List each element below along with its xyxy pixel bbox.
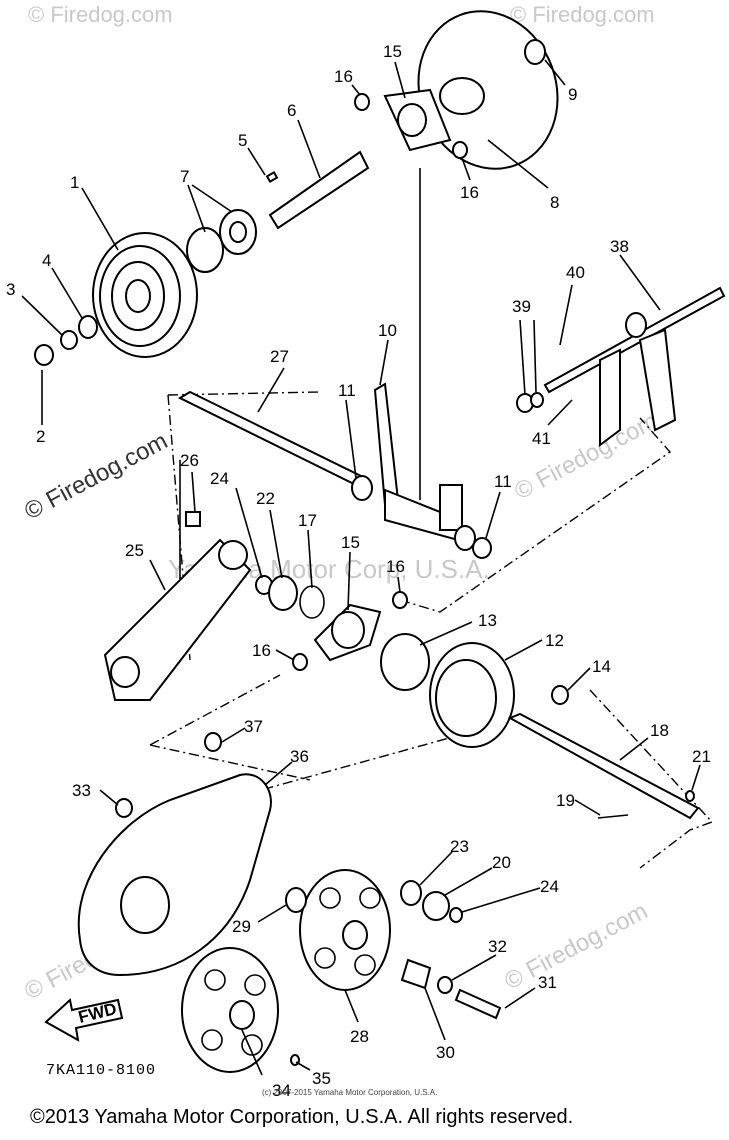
fwd-arrow: FWD [44, 998, 124, 1042]
upper-bracket [354, 88, 468, 159]
watermark-firedog-4: © Firedog.com [510, 407, 662, 505]
callout-14: 14 [592, 657, 611, 676]
callout-20: 20 [492, 853, 511, 872]
assembly-lines [149, 168, 714, 869]
callout-7: 7 [180, 167, 189, 186]
callout-25: 25 [125, 541, 144, 560]
large-sprocket [299, 869, 391, 991]
callout-38: 38 [610, 237, 629, 256]
callout-8: 8 [550, 193, 559, 212]
callout-29: 29 [232, 917, 251, 936]
callout-5: 5 [238, 131, 247, 150]
callout-31: 31 [538, 973, 557, 992]
shaft-bearings [186, 150, 370, 273]
callout-30: 30 [436, 1043, 455, 1062]
callout-35: 35 [312, 1069, 331, 1088]
callout-16d: 16 [252, 641, 271, 660]
callout-33: 33 [72, 781, 91, 800]
sheave [417, 10, 559, 170]
callout-9: 9 [568, 85, 577, 104]
callout-39: 39 [512, 297, 531, 316]
small-hardware [285, 880, 502, 1066]
callout-19: 19 [556, 791, 575, 810]
watermark-firedog-2: © Firedog.com [510, 2, 655, 27]
watermark-firedog-6: © Firedog.com [500, 897, 652, 995]
callout-28: 28 [350, 1027, 369, 1046]
callout-16c: 16 [386, 557, 405, 576]
callout-23: 23 [450, 837, 469, 856]
callout-16b: 16 [460, 183, 479, 202]
callout-26: 26 [180, 451, 199, 470]
callout-41: 41 [532, 429, 551, 448]
callout-16a: 16 [334, 67, 353, 86]
linkage [516, 286, 726, 447]
callout-2: 2 [36, 427, 45, 446]
callout-6: 6 [287, 101, 296, 120]
callout-17: 17 [298, 511, 317, 530]
bolt-washer-group [34, 315, 98, 366]
callout-11a: 11 [338, 381, 356, 400]
callout-12: 12 [545, 631, 564, 650]
bearing-group [255, 575, 408, 671]
callout-11b: 11 [494, 472, 512, 491]
diagram-code: 7KA110-8100 [46, 1062, 157, 1079]
callout-27: 27 [270, 347, 289, 366]
fwd-label: FWD [76, 999, 118, 1027]
callout-36: 36 [290, 747, 309, 766]
callout-3: 3 [6, 280, 15, 299]
callout-4: 4 [42, 251, 51, 270]
arm-rod [177, 382, 492, 559]
callout-40: 40 [566, 263, 585, 282]
chain-case [77, 732, 272, 977]
secondary-shaft [507, 712, 700, 820]
callout-24a: 24 [210, 469, 229, 488]
lower-sprocket [181, 947, 279, 1073]
callout-22: 22 [256, 489, 275, 508]
leader-lines [21, 59, 701, 1076]
watermark-firedog-1: © Firedog.com [28, 2, 173, 27]
mount-plate [103, 511, 252, 701]
callout-15b: 15 [341, 533, 360, 552]
callout-21: 21 [692, 747, 711, 766]
callout-34: 34 [272, 1081, 291, 1100]
callout-24b: 24 [540, 877, 559, 896]
callout-15a: 15 [383, 42, 402, 61]
callout-10: 10 [378, 321, 397, 340]
callout-32: 32 [488, 937, 507, 956]
brake-drum [380, 633, 569, 748]
callout-1: 1 [70, 173, 79, 192]
small-copyright: (c) 2007-2015 Yamaha Motor Corporation, … [262, 1088, 438, 1097]
callouts: 1 2 3 4 5 6 7 8 9 10 11 11 12 13 14 15 1… [6, 42, 711, 1100]
copyright-notice: ©2013 Yamaha Motor Corporation, U.S.A. A… [30, 1106, 574, 1128]
callout-18: 18 [650, 721, 669, 740]
pulley [92, 232, 198, 358]
callout-13: 13 [478, 611, 497, 630]
callout-37: 37 [244, 717, 263, 736]
